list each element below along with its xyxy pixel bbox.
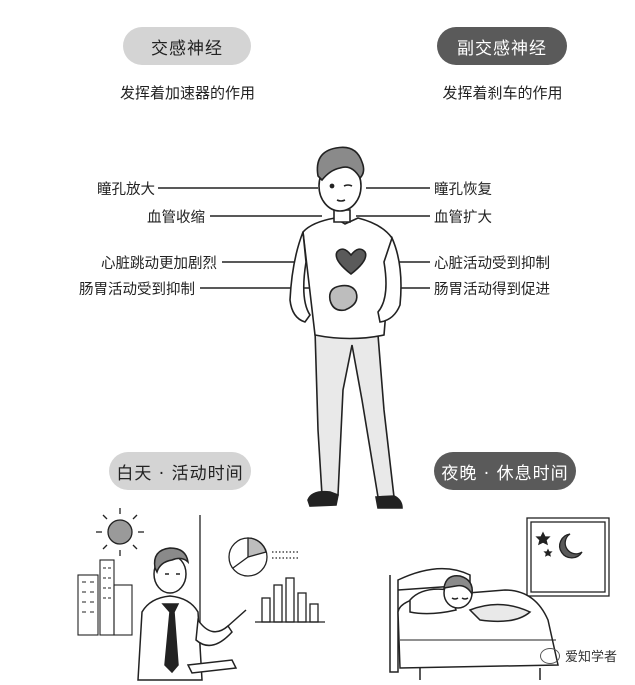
- sympathetic-effect-vessel: 血管收缩: [147, 210, 205, 226]
- parasympathetic-title-pill: 副交感神经: [437, 27, 567, 65]
- sympathetic-effect-gut: 肠胃活动受到抑制: [79, 282, 195, 298]
- parasympathetic-effect-heart: 心脏活动受到抑制: [434, 256, 550, 272]
- parasympathetic-effect-vessel: 血管扩大: [434, 210, 492, 226]
- day-scene: [77, 508, 325, 681]
- star-icon: [535, 531, 551, 546]
- night-scene: [389, 517, 610, 680]
- star-icon-small: [543, 548, 553, 557]
- parasympathetic-effect-pupil: 瞳孔恢复: [434, 182, 492, 198]
- bar-chart-icon: [255, 577, 325, 623]
- parasympathetic-title: 副交感神经: [457, 38, 547, 59]
- day-label: 白天 · 活动时间: [116, 463, 244, 484]
- night-label-pill: 夜晚 · 休息时间: [434, 452, 576, 490]
- sympathetic-subtitle: 发挥着加速器的作用: [119, 84, 255, 102]
- pie-chart-icon: [228, 537, 268, 577]
- sympathetic-effect-pupil: 瞳孔放大: [97, 182, 155, 198]
- parasympathetic-subtitle: 发挥着刹车的作用: [442, 84, 563, 102]
- city-buildings: [77, 559, 133, 636]
- day-label-pill: 白天 · 活动时间: [109, 452, 251, 490]
- sun-icon: [107, 519, 133, 545]
- presenter-man: [137, 547, 247, 681]
- sympathetic-title-pill: 交感神经: [123, 27, 251, 65]
- night-label: 夜晚 · 休息时间: [441, 463, 569, 484]
- standing-man: [289, 146, 403, 509]
- wechat-icon: [539, 647, 560, 664]
- watermark: 爱知学者: [539, 646, 617, 665]
- heart-icon: [335, 248, 367, 276]
- sympathetic-effect-heart: 心脏跳动更加剧烈: [101, 256, 217, 272]
- sun-rays: [96, 508, 144, 556]
- parasympathetic-effect-gut: 肠胃活动得到促进: [434, 282, 550, 298]
- moon-icon: [559, 533, 583, 559]
- stomach-icon: [328, 284, 358, 312]
- watermark-text: 爱知学者: [564, 650, 617, 665]
- sympathetic-title: 交感神经: [151, 38, 223, 59]
- bed: [389, 567, 559, 680]
- window-frame: [526, 517, 610, 597]
